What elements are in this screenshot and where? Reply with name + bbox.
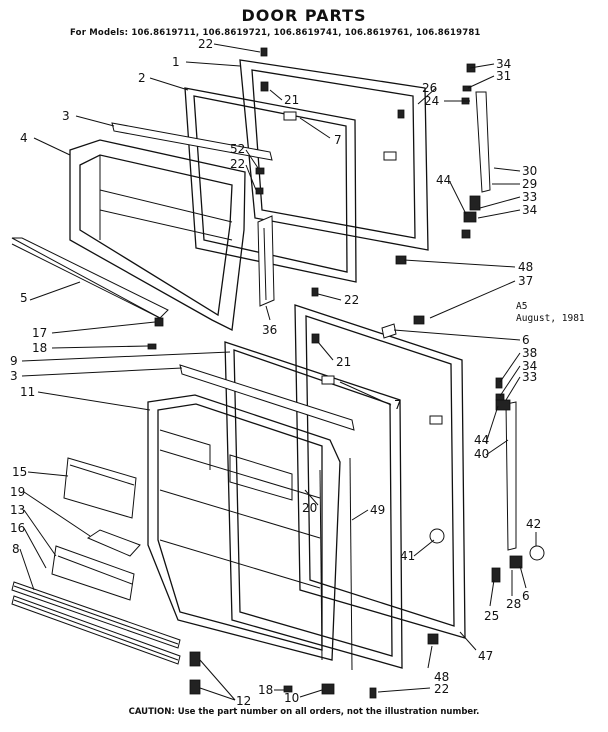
callout-17: 17: [32, 326, 47, 340]
callout-33: 33: [522, 190, 537, 204]
callout-21: 21: [336, 355, 351, 369]
callout-20: 20: [302, 501, 317, 515]
caution-note: CAUTION: Use the part number on all orde…: [128, 707, 480, 717]
door-shelf-13: [51, 545, 135, 601]
callout-labels: 1 2 3 4 22 21 7 52 22 5 17 18 36 34 31 2…: [10, 37, 541, 708]
callout-7: 7: [394, 398, 402, 412]
callout-22: 22: [230, 157, 245, 171]
freezer-door-panel: [239, 59, 429, 251]
callout-1: 1: [172, 55, 180, 69]
callout-22: 22: [344, 293, 359, 307]
butter-tray: [86, 529, 141, 557]
shelf-retainer-rails: [11, 581, 181, 665]
fresh-food-hardware: [283, 287, 545, 699]
callout-19: 19: [10, 485, 25, 499]
callout-22: 22: [198, 37, 213, 51]
callout-12: 12: [236, 694, 251, 708]
callout-3: 3: [62, 109, 70, 123]
leader-lines: [19, 43, 537, 701]
callout-44: 44: [436, 173, 451, 187]
freezer-breaker-strip: [111, 122, 273, 161]
callout-34: 34: [522, 359, 537, 373]
callout-33: 33: [522, 370, 537, 384]
callout-36: 36: [262, 323, 277, 337]
callout-5: 5: [20, 291, 28, 305]
callout-21: 21: [284, 93, 299, 107]
callout-18: 18: [32, 341, 47, 355]
fresh-food-gasket: [224, 341, 403, 669]
callout-37: 37: [518, 274, 533, 288]
callout-34: 34: [522, 203, 537, 217]
callout-15: 15: [12, 465, 27, 479]
callout-48: 48: [434, 670, 449, 684]
dairy-door: [63, 457, 137, 519]
callout-48: 48: [518, 260, 533, 274]
callout-40: 40: [474, 447, 489, 461]
callout-28: 28: [506, 597, 521, 611]
page-title: DOOR PARTS: [241, 6, 367, 25]
freezer-door-liner: [69, 139, 246, 331]
callout-22: 22: [434, 682, 449, 696]
callout-47: 47: [478, 649, 493, 663]
callout-29: 29: [522, 177, 537, 191]
callout-7: 7: [334, 133, 342, 147]
callout-3: 3: [10, 369, 18, 383]
callout-10: 10: [284, 691, 299, 705]
door-shield-36: [257, 215, 275, 307]
callout-11: 11: [20, 385, 35, 399]
callout-6: 6: [522, 333, 530, 347]
fresh-food-breaker-strip: [179, 364, 355, 431]
callout-44: 44: [474, 433, 489, 447]
callout-4: 4: [20, 131, 28, 145]
callout-42: 42: [526, 517, 541, 531]
callout-2: 2: [138, 71, 146, 85]
fresh-food-door-liner: [147, 394, 341, 661]
callout-8: 8: [12, 542, 20, 556]
callout-13: 13: [10, 503, 25, 517]
model-list: For Models: 106.8619711, 106.8619721, 10…: [70, 28, 481, 38]
callout-52: 52: [230, 142, 245, 156]
callout-41: 41: [400, 549, 415, 563]
shelf-end-caps: [189, 651, 201, 695]
callout-25: 25: [484, 609, 499, 623]
callout-16: 16: [10, 521, 25, 535]
callout-30: 30: [522, 164, 537, 178]
callout-26: 26: [422, 81, 437, 95]
callout-31: 31: [496, 69, 511, 83]
callout-38: 38: [522, 346, 537, 360]
callout-24: 24: [424, 94, 439, 108]
callout-18: 18: [258, 683, 273, 697]
callout-34: 34: [496, 57, 511, 71]
freezer-shelf-front: [11, 237, 169, 319]
revision-code: A5: [516, 301, 528, 312]
callout-6: 6: [522, 589, 530, 603]
callout-9: 9: [10, 354, 18, 368]
callout-49: 49: [370, 503, 385, 517]
revision-date: August, 1981: [516, 313, 585, 324]
